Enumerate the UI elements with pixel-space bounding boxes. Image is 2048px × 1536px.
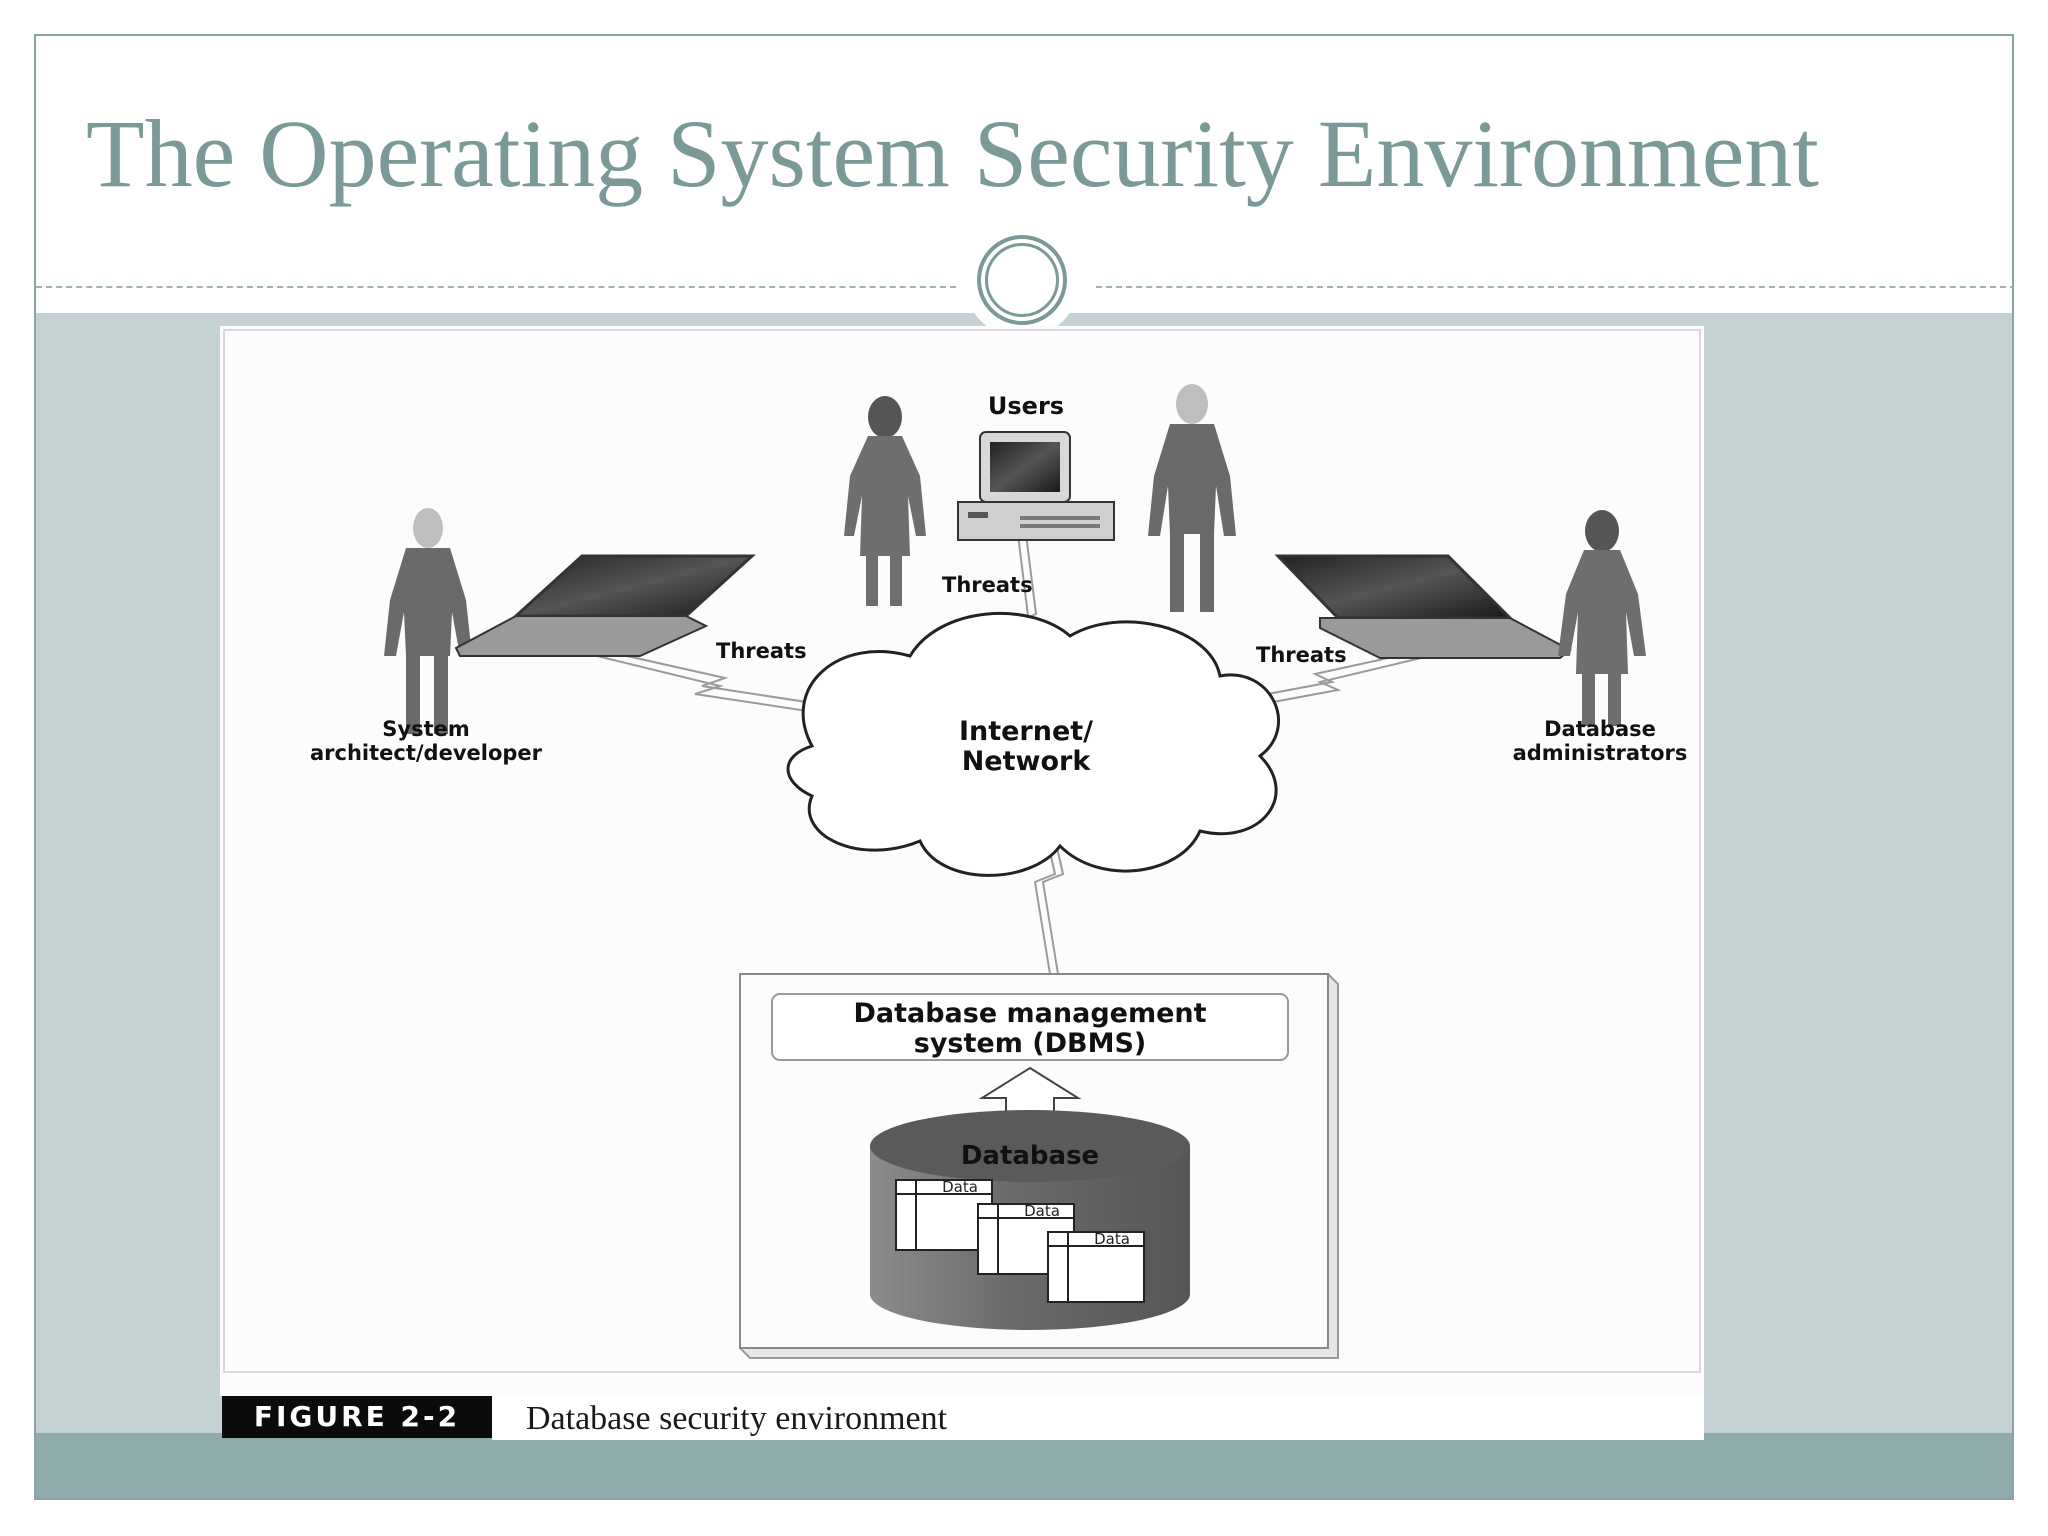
network-cloud — [786, 612, 1280, 877]
slide-title: The Operating System Security Environmen… — [86, 100, 1819, 207]
developer-person-icon — [384, 508, 472, 734]
network-label-line2: Network — [962, 746, 1092, 777]
bottom-band — [36, 1433, 2012, 1498]
data-label-1: Data — [942, 1178, 978, 1196]
connector-developer-network-edge — [559, 640, 886, 715]
divider-circle-icon — [977, 235, 1067, 325]
dba-label-line2: administrators — [1513, 741, 1688, 765]
title-divider-left — [36, 286, 956, 288]
figure-number-label: FIGURE 2-2 — [222, 1396, 492, 1438]
threats-label-top: Threats — [942, 573, 1033, 597]
data-label-2: Data — [1024, 1202, 1060, 1220]
desktop-computer-icon — [957, 431, 1115, 541]
developer-laptop-icon — [454, 554, 756, 657]
female-user-icon — [844, 396, 926, 606]
data-document-1: Data — [895, 1178, 993, 1251]
dbms-label-box — [771, 993, 1289, 1061]
data-label-3: Data — [1094, 1230, 1130, 1248]
caption-strip — [492, 1396, 1704, 1440]
network-label-line1: Internet/ — [959, 716, 1093, 747]
developer-label-line1: System — [382, 717, 469, 741]
dbms-label-line2: system (DBMS) — [914, 1028, 1146, 1059]
developer-label-line2: architect/developer — [310, 741, 543, 765]
male-user-icon — [1148, 384, 1236, 612]
dba-person-icon — [1558, 510, 1646, 726]
figure-border — [223, 329, 1701, 1373]
data-document-3: Data — [1047, 1230, 1145, 1303]
dba-laptop-icon — [1274, 554, 1572, 659]
divider-circle-inner — [985, 243, 1059, 317]
title-divider-right — [1096, 286, 2012, 288]
database-security-diagram: Internet/ Network Users Threats Threats — [220, 326, 1704, 1396]
threats-label-right: Threats — [1256, 643, 1347, 667]
connector-developer-network — [559, 646, 881, 723]
dbms-label-line1: Database management — [853, 998, 1206, 1029]
dba-label-line1: Database — [1544, 717, 1656, 741]
users-label: Users — [988, 392, 1064, 420]
threats-label-left: Threats — [716, 639, 807, 663]
database-label: Database — [961, 1141, 1099, 1171]
figure-caption: Database security environment — [526, 1400, 948, 1437]
